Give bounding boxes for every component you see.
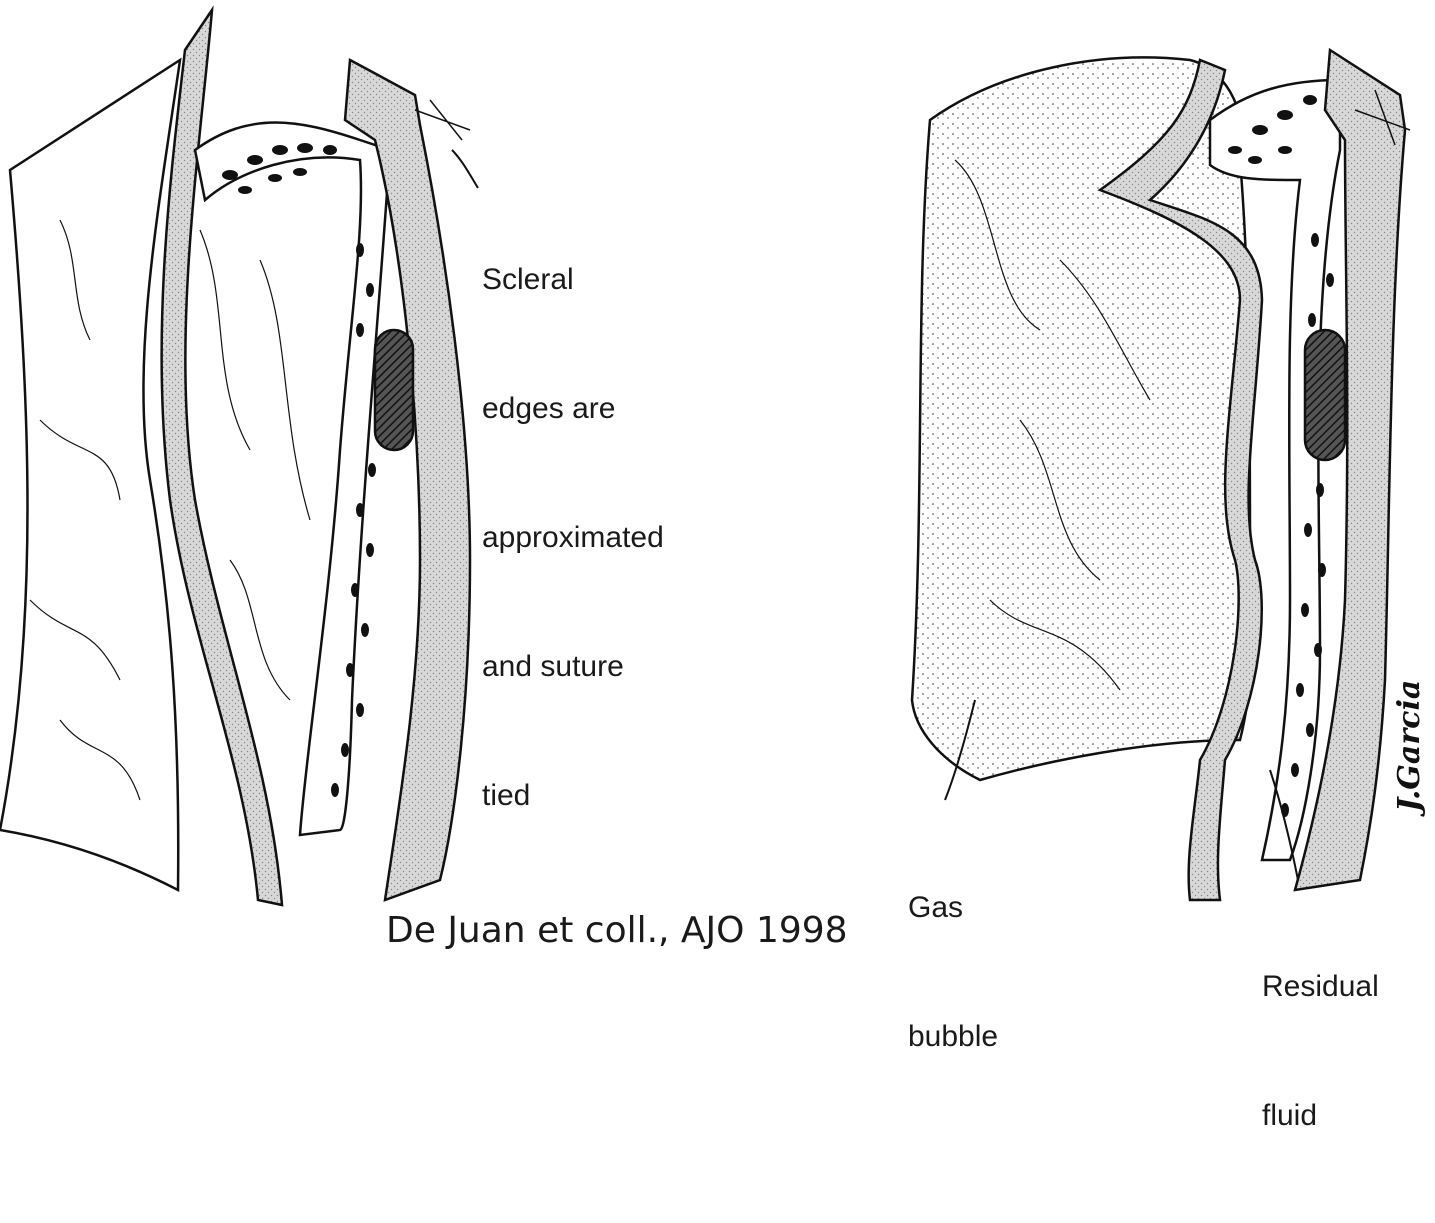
residual-fluid-label-line-2: fluid: [1262, 1094, 1379, 1137]
gas-bubble-label-line-2: bubble: [908, 1015, 998, 1058]
left-suture: [415, 100, 470, 140]
residual-fluid-label: Residual fluid: [1262, 879, 1379, 1223]
scleral-label-line-5: tied: [482, 774, 664, 817]
eye-cross-section-drawings: [0, 0, 1435, 959]
scleral-label: Scleral edges are approximated and sutur…: [482, 172, 664, 903]
left-scleral-pointer: [452, 150, 478, 188]
left-buckle-element: [375, 330, 413, 450]
residual-fluid-label-line-1: Residual: [1262, 965, 1379, 1008]
scleral-label-line-3: approximated: [482, 516, 664, 559]
left-retina-layer: [0, 60, 180, 890]
right-buckle-element: [1305, 330, 1345, 460]
gas-bubble-label-line-1: Gas: [908, 886, 998, 929]
scleral-label-line-1: Scleral: [482, 258, 664, 301]
artist-signature: J.Garcia: [1392, 680, 1427, 812]
citation-caption: De Juan et coll., AJO 1998: [386, 910, 848, 951]
scleral-label-line-2: edges are: [482, 387, 664, 430]
gas-bubble-label: Gas bubble: [908, 800, 998, 1144]
left-drawing: [0, 10, 478, 905]
illustration-stage: Scleral edges are approximated and sutur…: [0, 0, 1435, 959]
gas-bubble-region: [912, 58, 1254, 781]
right-drawing: [912, 50, 1410, 900]
scleral-label-line-4: and suture: [482, 645, 664, 688]
